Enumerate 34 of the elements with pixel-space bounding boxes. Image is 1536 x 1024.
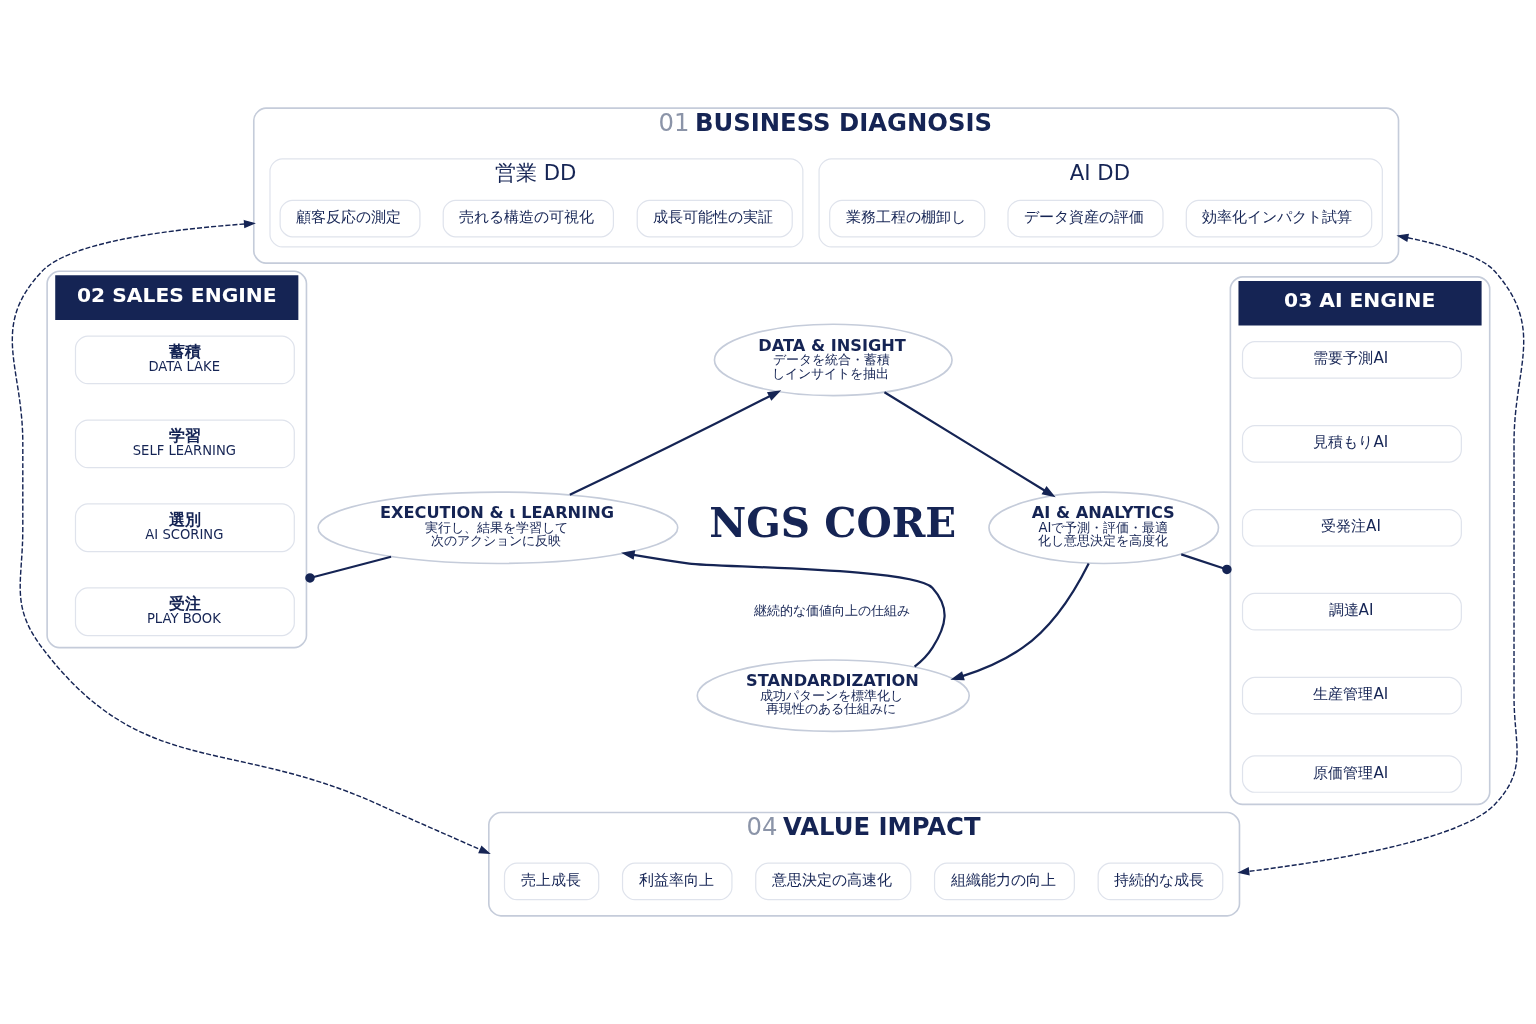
arrow (11, 219, 491, 855)
node-box: 持続的な成長 (1097, 862, 1224, 901)
node-box: 蓄積 DATA LAKE (74, 335, 295, 385)
connector (305, 555, 392, 583)
node-box: 見積もりAI (1241, 425, 1462, 463)
connector (1180, 553, 1232, 575)
node-box: 原価管理AI (1241, 755, 1462, 793)
node-box: 受注 PLAY BOOK (74, 587, 295, 637)
arrow (950, 562, 1090, 681)
label: NGS CORE (709, 498, 957, 547)
node-box: 売上成長 (503, 862, 600, 901)
node-box: 調達AI (1241, 592, 1462, 631)
node-box: 業務工程の棚卸し (829, 199, 986, 238)
node-box: 顧客反応の測定 (279, 199, 421, 238)
node-box: 利益率向上 (621, 862, 733, 901)
node-box: 成長可能性の実証 (636, 199, 793, 238)
node-box: 組織能力の向上 (933, 862, 1075, 901)
node-ellipse: AI & ANALYTICS AIで予測・評価・最適化し意思決定を高度化 (988, 491, 1220, 565)
node-ellipse: EXECUTION & ι LEARNING 実行し、結果を学習して次のアクションに反映 (317, 491, 679, 565)
node-box: 生産管理AI (1241, 676, 1462, 715)
node-box: データ資産の評価 (1007, 199, 1164, 238)
node-box: 受発注AI (1241, 508, 1462, 547)
arrow (569, 390, 782, 496)
node-box: 選別 AI SCORING (74, 503, 295, 553)
label: 継続的な価値向上の仕組み (754, 603, 911, 619)
node-box: 売れる構造の可視化 (442, 199, 614, 238)
node-box: 需要予測AI (1241, 341, 1462, 379)
node-box: 効率化インパクト試算 (1185, 199, 1373, 238)
arrow (621, 550, 946, 668)
node-ellipse: STANDARDIZATION 成功パターンを標準化し再現性のある仕組みに (696, 659, 970, 733)
node-box: 意思決定の高速化 (755, 862, 912, 901)
arrow (883, 391, 1056, 498)
node-box: 学習 SELF LEARNING (74, 419, 295, 469)
node-ellipse: DATA & INSIGHT データを統合・蓄積しインサイトを抽出 (713, 323, 953, 397)
